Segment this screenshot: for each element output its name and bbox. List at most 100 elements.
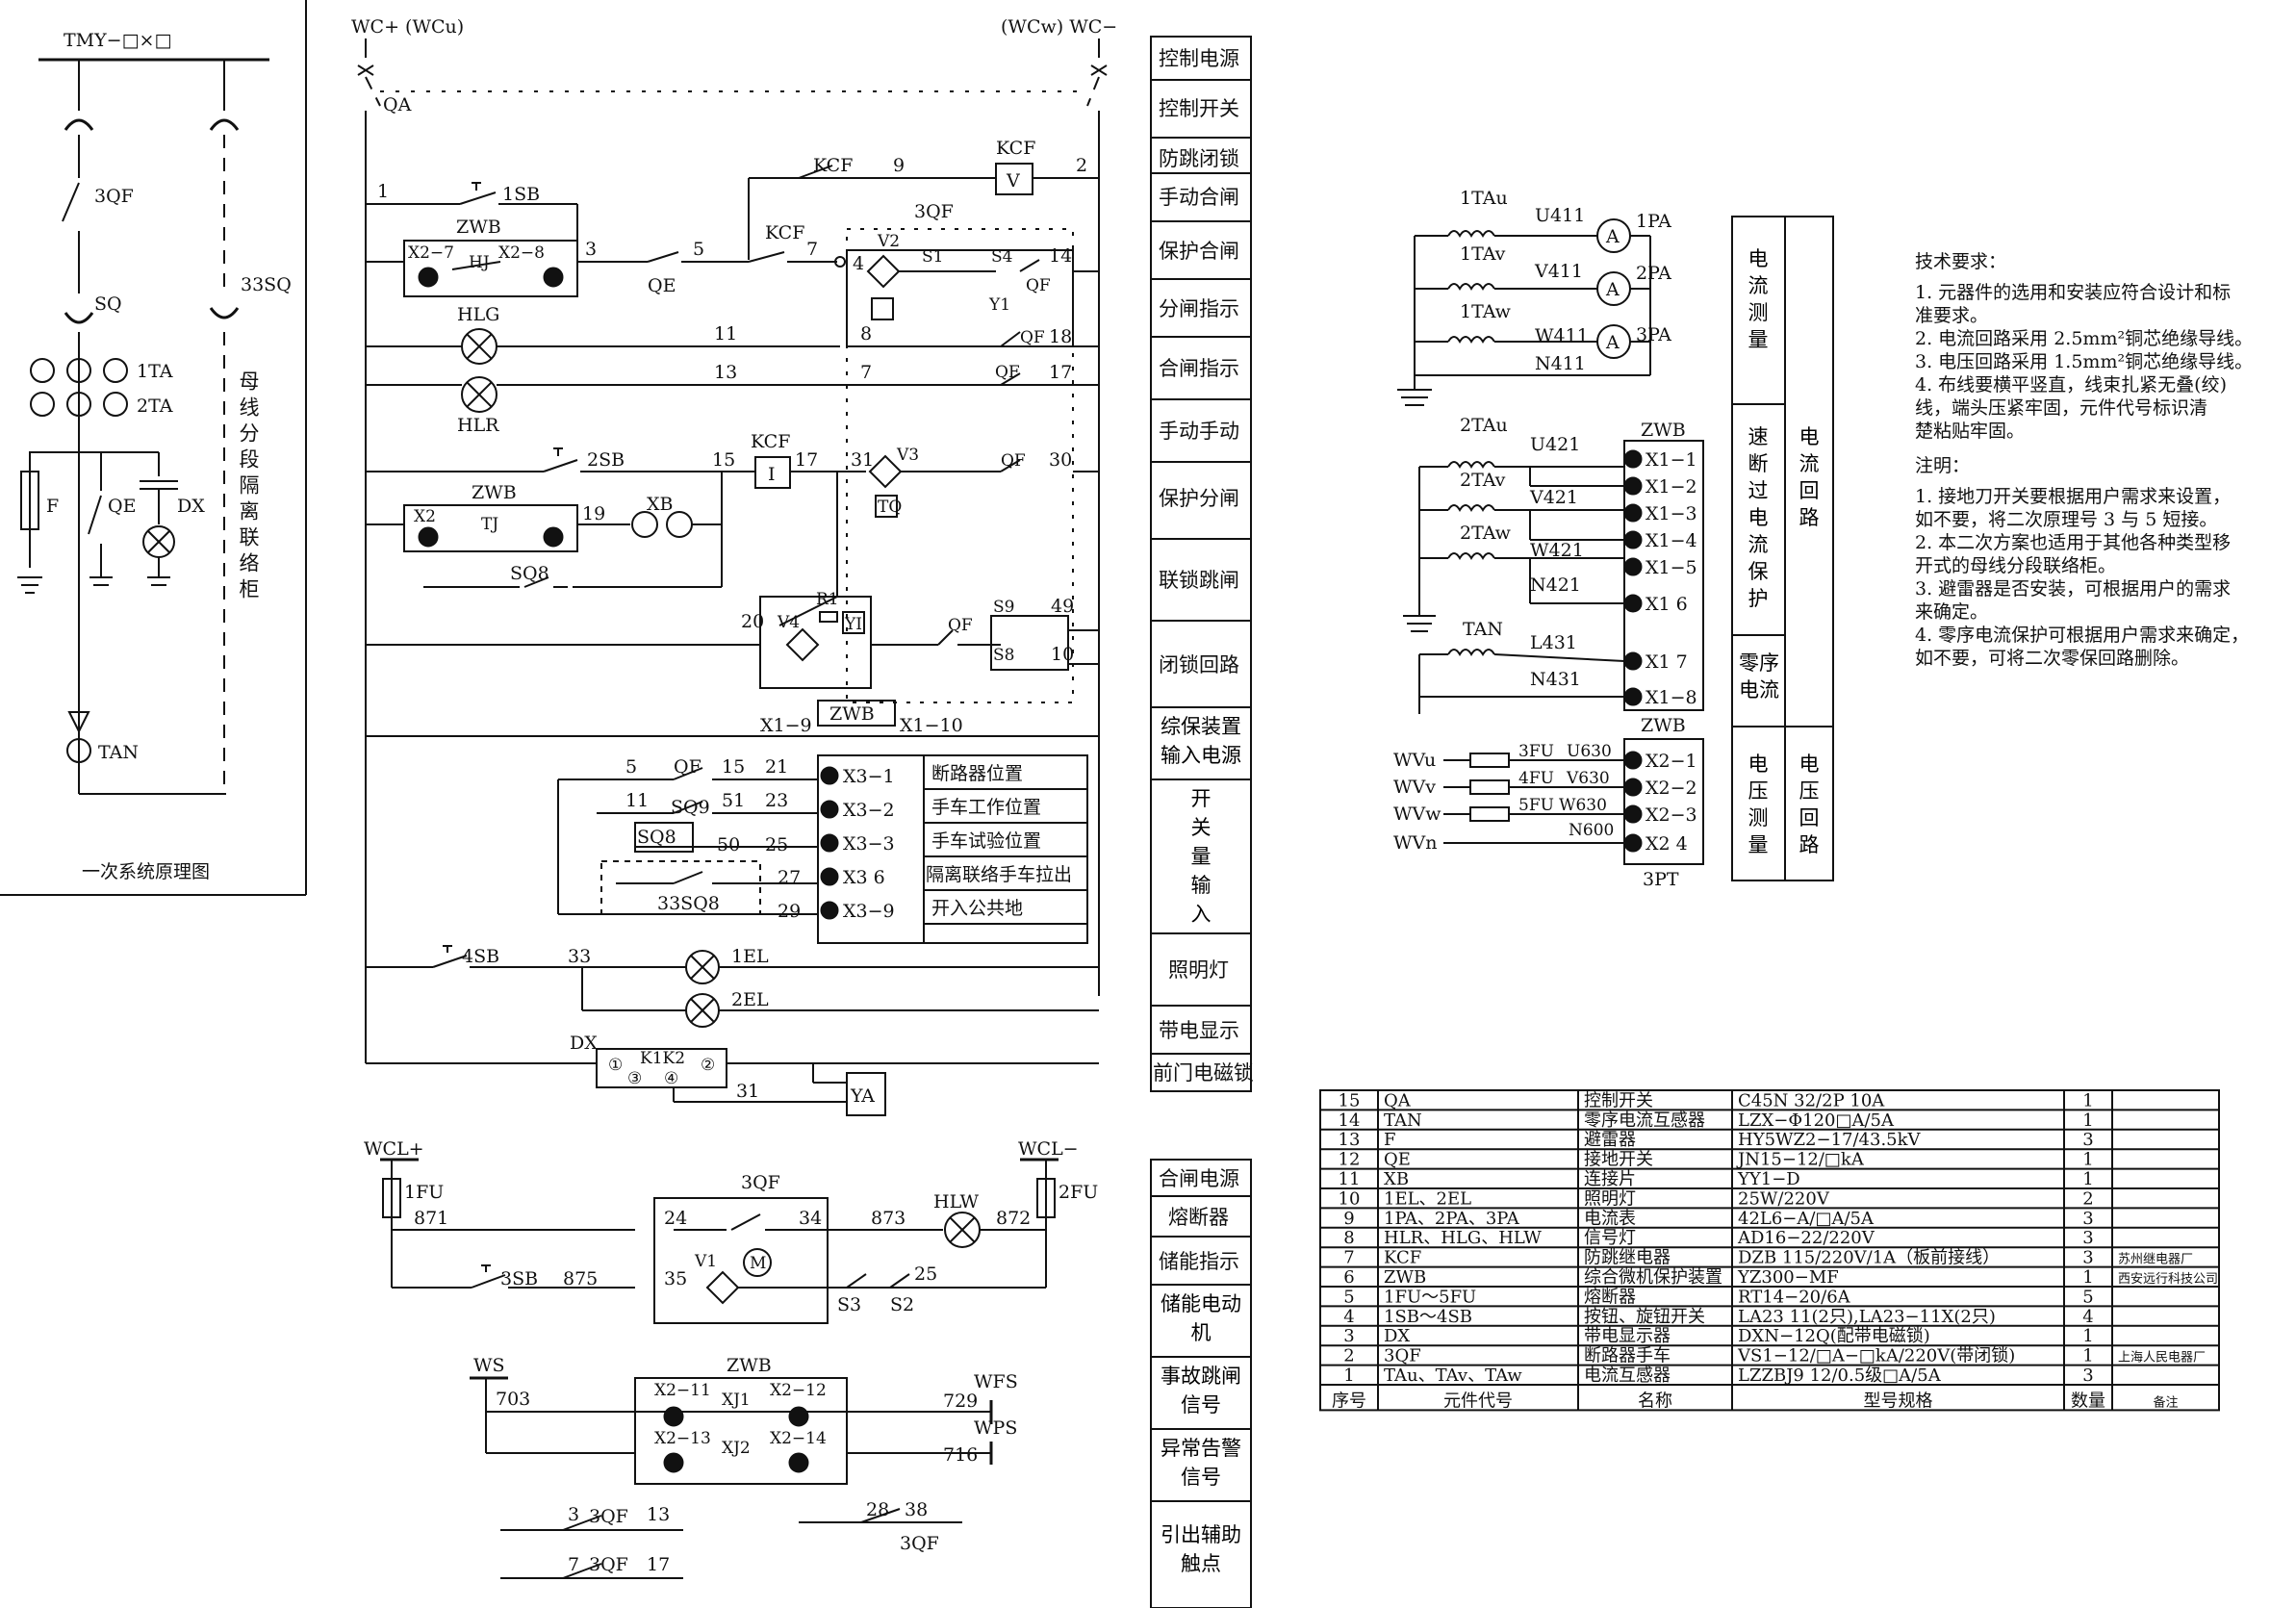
ct-2tau: 2TAu xyxy=(1460,415,1508,436)
v4-label: V4 xyxy=(777,613,800,632)
tech-4a: 4. 布线要横平竖直，线束扎紧无叠(绞) xyxy=(1915,374,2227,396)
wire-v411: V411 xyxy=(1534,261,1583,282)
fu2-label: 2FU xyxy=(1059,1182,1098,1203)
wire-n411: N411 xyxy=(1535,353,1586,374)
bom-cell: ZWB xyxy=(1384,1267,1426,1288)
bom-cell: 14 xyxy=(1339,1110,1361,1131)
side-voltage-circuit: 电压回路 xyxy=(1799,753,1820,856)
side-manual-close: 手动合闸 xyxy=(1159,186,1239,209)
bom-cell: 2 xyxy=(1343,1346,1354,1366)
tj-label: TJ xyxy=(481,515,498,534)
qe-label: QE xyxy=(648,275,676,296)
zwb-label-6: ZWB xyxy=(1641,715,1686,736)
bom-cell: 避雷器 xyxy=(1584,1130,1636,1150)
motor-label: M xyxy=(750,1254,766,1273)
primary-label-f: F xyxy=(46,496,59,517)
bom-cell: 10 xyxy=(1339,1188,1361,1209)
aux-qf-3: 3QF xyxy=(589,1554,628,1575)
ct-1taw: 1TAw xyxy=(1460,301,1512,322)
primary-label-2ta: 2TA xyxy=(137,396,173,417)
dx-label: DX xyxy=(570,1033,598,1054)
bom-cell: 1 xyxy=(2082,1110,2093,1131)
v2-label: V2 xyxy=(877,232,900,251)
bom-cell: LZX−Φ120□A/5A xyxy=(1738,1110,1895,1131)
qf3-label: 3QF xyxy=(914,201,954,222)
sq8-label-1: SQ8 xyxy=(510,563,549,584)
w-35: 35 xyxy=(664,1268,687,1289)
x2-terminal: X2 4 xyxy=(1645,833,1688,855)
side-anti-pump: 防跳闭锁 xyxy=(1159,147,1239,170)
w-25: 25 xyxy=(914,1263,937,1285)
side-close-indicate: 合闸指示 xyxy=(1159,357,1239,380)
sb1-label: 1SB xyxy=(502,184,540,205)
w-875: 875 xyxy=(563,1268,598,1289)
closing-side-labels: 合闸电源 熔断器 储能指示 储能电动机 事故跳闸信号 异常告警信号 引出辅助触点 xyxy=(1150,1159,1252,1608)
bom-cell: DZB 115/220V/1A（板前接线） xyxy=(1738,1248,2000,1268)
bus-wvu: WVu xyxy=(1393,750,1436,771)
w-873: 873 xyxy=(871,1208,906,1229)
qf-label-4: QF xyxy=(1001,451,1026,471)
bom-header-cell: 型号规格 xyxy=(1864,1391,1933,1411)
bom-cell: 苏州继电器厂 xyxy=(2118,1252,2193,1267)
x1-terminal: X1 7 xyxy=(1645,651,1688,673)
bom-cell: 1 xyxy=(2082,1346,2093,1366)
x3-terminal: X3−9 xyxy=(843,901,895,922)
w-in-5: 5 xyxy=(625,756,637,778)
wire-17b: 17 xyxy=(795,449,818,471)
side-lighting: 照明灯 xyxy=(1168,958,1229,982)
bom-cell: VS1−12/□A−□kA/220V(带闭锁) xyxy=(1737,1346,2015,1366)
zwb-label-1: ZWB xyxy=(456,217,501,238)
bom-header-cell: 序号 xyxy=(1332,1391,1366,1411)
bom-cell: 1 xyxy=(1343,1366,1354,1386)
yi-label: YI xyxy=(844,615,862,634)
bom-cell: RT14−20/6A xyxy=(1738,1287,1851,1307)
primary-label-3qf: 3QF xyxy=(94,186,134,207)
dx-pin-2: ② xyxy=(701,1056,715,1075)
bom-cell: 1 xyxy=(2082,1326,2093,1346)
side-manual-manual: 手动手动 xyxy=(1159,420,1239,443)
wps-label: WPS xyxy=(974,1417,1017,1439)
bom-cell: 2 xyxy=(2082,1188,2093,1209)
hj-label: HJ xyxy=(469,253,490,272)
bom-cell: LZZBJ9 12/0.5级□A/5A xyxy=(1738,1366,1942,1386)
bom-cell: 1 xyxy=(2082,1267,2093,1288)
wcl-minus-label: WCL− xyxy=(1018,1138,1079,1160)
aux-28: 28 xyxy=(866,1499,889,1520)
side-storage-motor: 储能电动机 xyxy=(1161,1292,1241,1344)
input-cart-test: 手车试验位置 xyxy=(931,830,1041,852)
bom-cell: 信号灯 xyxy=(1584,1228,1636,1248)
x1-terminals: X1−1 X1−2 X1−3 X1−4 X1−5 X1 6 X1 7 X1−8 xyxy=(1623,449,1697,708)
bom-cell: 熔断器 xyxy=(1584,1287,1636,1307)
input-cart-work: 手车工作位置 xyxy=(931,797,1041,818)
dx-pin-1: ① xyxy=(608,1056,623,1075)
s2-label: S2 xyxy=(890,1294,914,1315)
s1-label: S1 xyxy=(922,247,943,267)
side-lock-circuit: 闭锁回路 xyxy=(1159,653,1239,676)
y1-label: Y1 xyxy=(988,295,1010,315)
v1-label: V1 xyxy=(694,1252,717,1271)
wcl-plus-label: WCL+ xyxy=(364,1138,424,1160)
bom-cell: JN15−12/□kA xyxy=(1736,1150,1865,1170)
x19-label: X1−9 xyxy=(760,715,812,736)
wire-l431: L431 xyxy=(1530,632,1577,653)
primary-label-sq: SQ xyxy=(94,294,122,315)
hlr-label: HLR xyxy=(457,415,499,436)
side-accident-trip: 事故跳闸信号 xyxy=(1161,1365,1241,1417)
wire-5: 5 xyxy=(693,239,704,260)
bom-cell: YY1−D xyxy=(1737,1169,1800,1189)
aux-qf-1: 3QF xyxy=(589,1506,628,1527)
sb3-label: 3SB xyxy=(500,1268,538,1289)
hlw-label: HLW xyxy=(933,1191,980,1212)
aux-3: 3 xyxy=(568,1504,579,1525)
wire-30: 30 xyxy=(1049,449,1072,471)
primary-system-diagram: TMY−□×□ 3QF SQ 33SQ 1TA 2TA F QE DX TAN … xyxy=(0,0,307,896)
w-in-15: 15 xyxy=(722,756,745,778)
control-circuit: WC+ (WCu) (WCw) WC− QA 1 1SB V KCF 9 KCF… xyxy=(351,16,1117,1116)
wire-33: 33 xyxy=(568,946,591,967)
w-in-51: 51 xyxy=(722,790,745,811)
side-interlock-trip: 联锁跳闸 xyxy=(1159,569,1239,592)
x28-label: X2−8 xyxy=(498,243,545,263)
bom-cell: 1 xyxy=(2082,1169,2093,1189)
bom-cell: 零序电流互感器 xyxy=(1584,1110,1705,1131)
bom-cell: 西安远行科技公司 xyxy=(2118,1272,2218,1287)
